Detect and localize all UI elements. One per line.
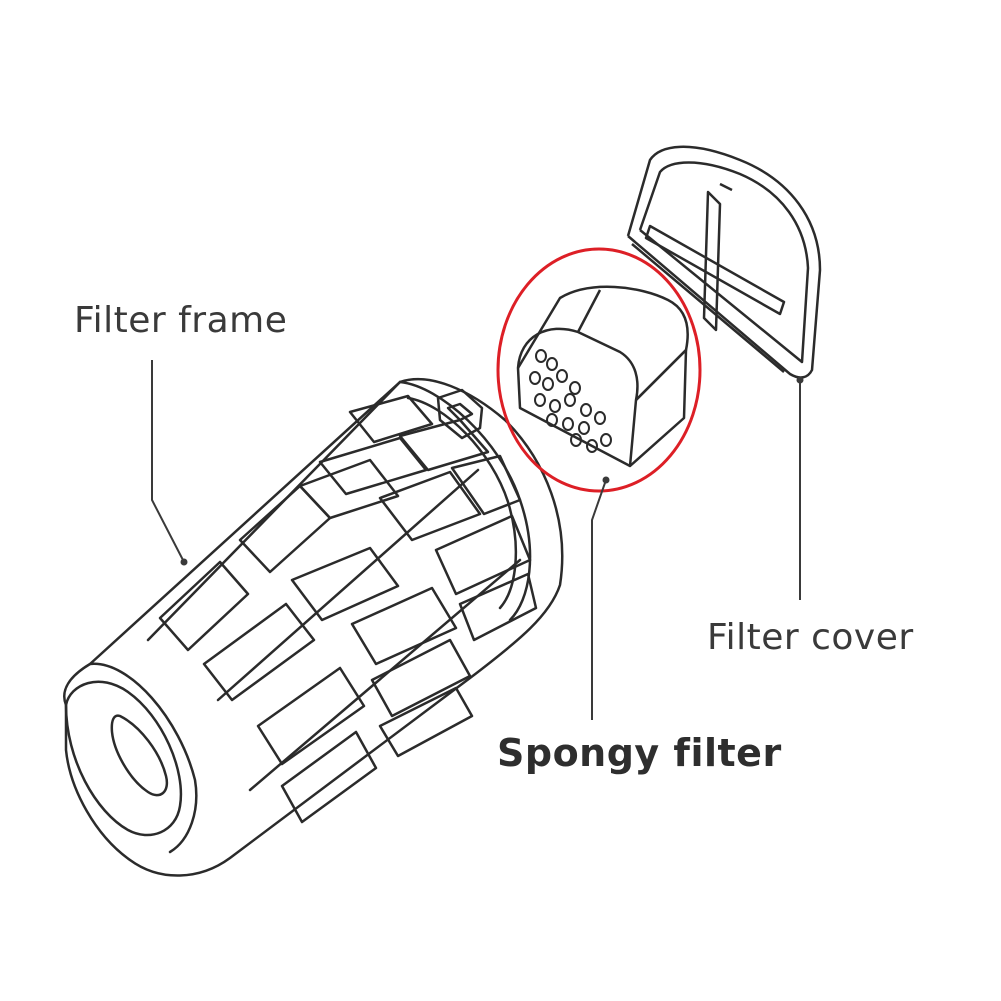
frame-window [290,546,400,622]
leader-lines [151,360,804,720]
frame-window [378,470,482,542]
frame-window [370,638,472,718]
sponge-top-face [516,285,689,401]
filter-frame-label: Filter frame [74,300,288,341]
frame-window [458,572,538,642]
frame-window [348,394,434,444]
frame-window [398,418,490,472]
filter-frame-outline [63,378,564,877]
frame-window [202,602,316,702]
frame-leader-dot [180,558,188,566]
sponge-holes [529,349,612,453]
frame-window [318,436,428,496]
cover-outer-rim [626,145,822,379]
frame-window [350,586,458,666]
filter-frame-end-slot [110,714,169,797]
frame-window [378,686,474,758]
highlight-ellipse [496,247,702,493]
filter-frame-end-cap [64,680,183,837]
frame-window [158,560,250,652]
spongy-filter-part [516,285,689,468]
sponge-leader-line [591,479,607,720]
filter-cover-label: Filter cover [707,617,914,658]
cover-inner-rim [638,161,810,364]
cover-vertical-bar [702,190,722,332]
frame-window [298,458,400,520]
spongy-filter-label: Spongy filter [497,731,782,775]
filter-frame-clip [436,388,484,440]
filter-cover-part [626,145,822,379]
filter-frame-part [63,378,564,877]
frame-window [256,666,366,766]
cover-horizontal-bar [644,224,786,316]
sponge-side-face [629,348,688,467]
frame-window [434,514,532,596]
frame-window [450,454,522,516]
frame-window [280,730,378,824]
cover-leader-dot [796,376,804,384]
frame-leader-line [151,360,185,563]
sponge-leader-dot [602,476,610,484]
